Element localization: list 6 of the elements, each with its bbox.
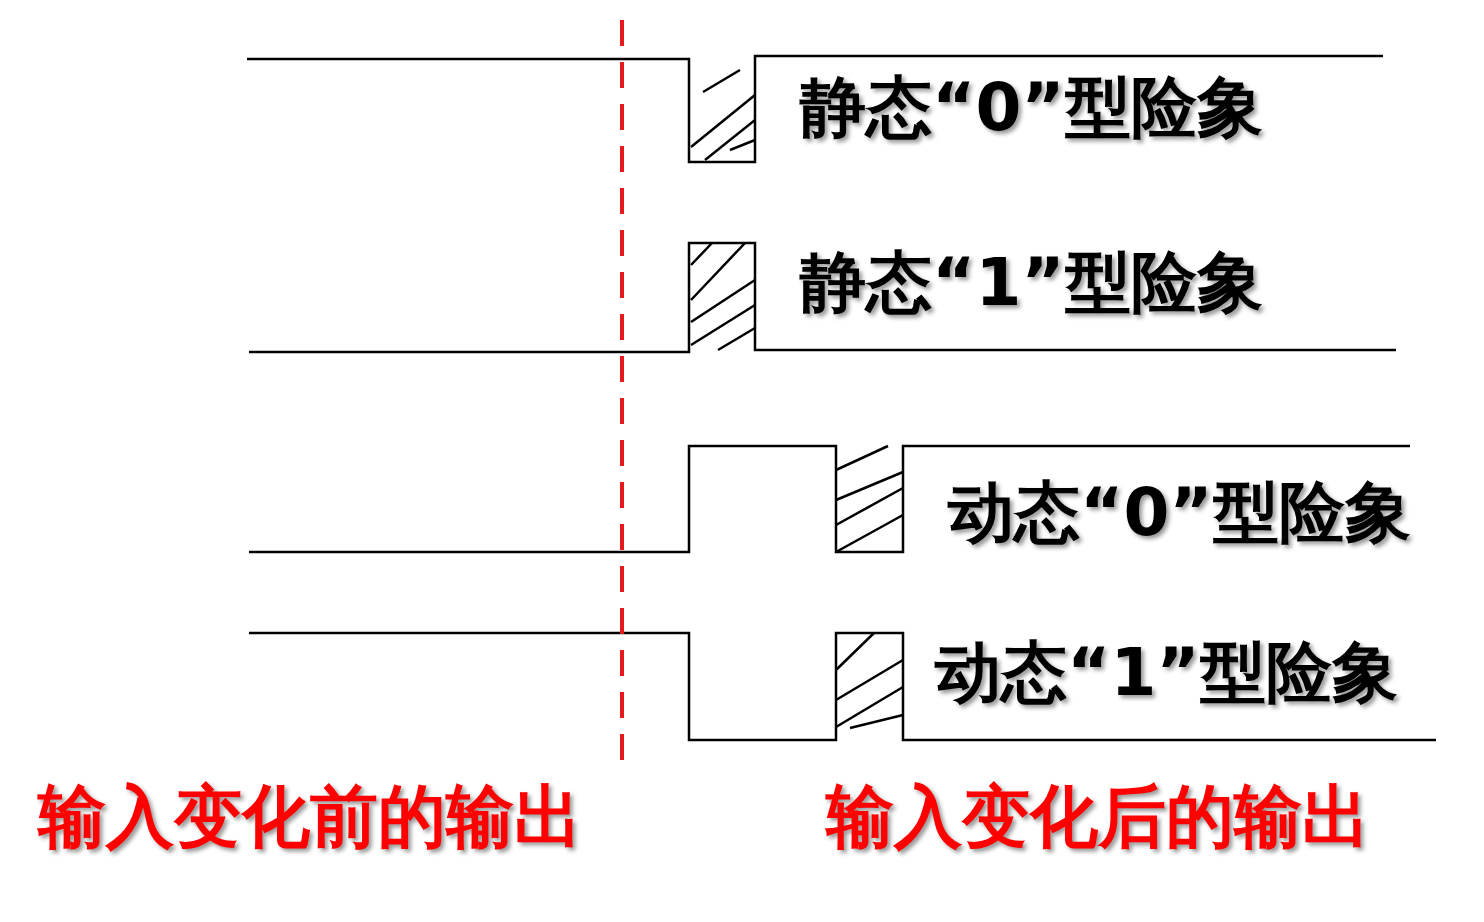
caption-text: 输入变化前的输出 <box>38 783 582 851</box>
hazard-label: 动态“0”型险象 <box>948 480 1411 546</box>
caption-text: 输入变化后的输出 <box>826 783 1370 851</box>
hazard-label: 静态“0”型险象 <box>800 75 1263 141</box>
hazard-label: 动态“1”型险象 <box>935 640 1398 706</box>
hazard-label: 静态“1”型险象 <box>800 250 1263 316</box>
